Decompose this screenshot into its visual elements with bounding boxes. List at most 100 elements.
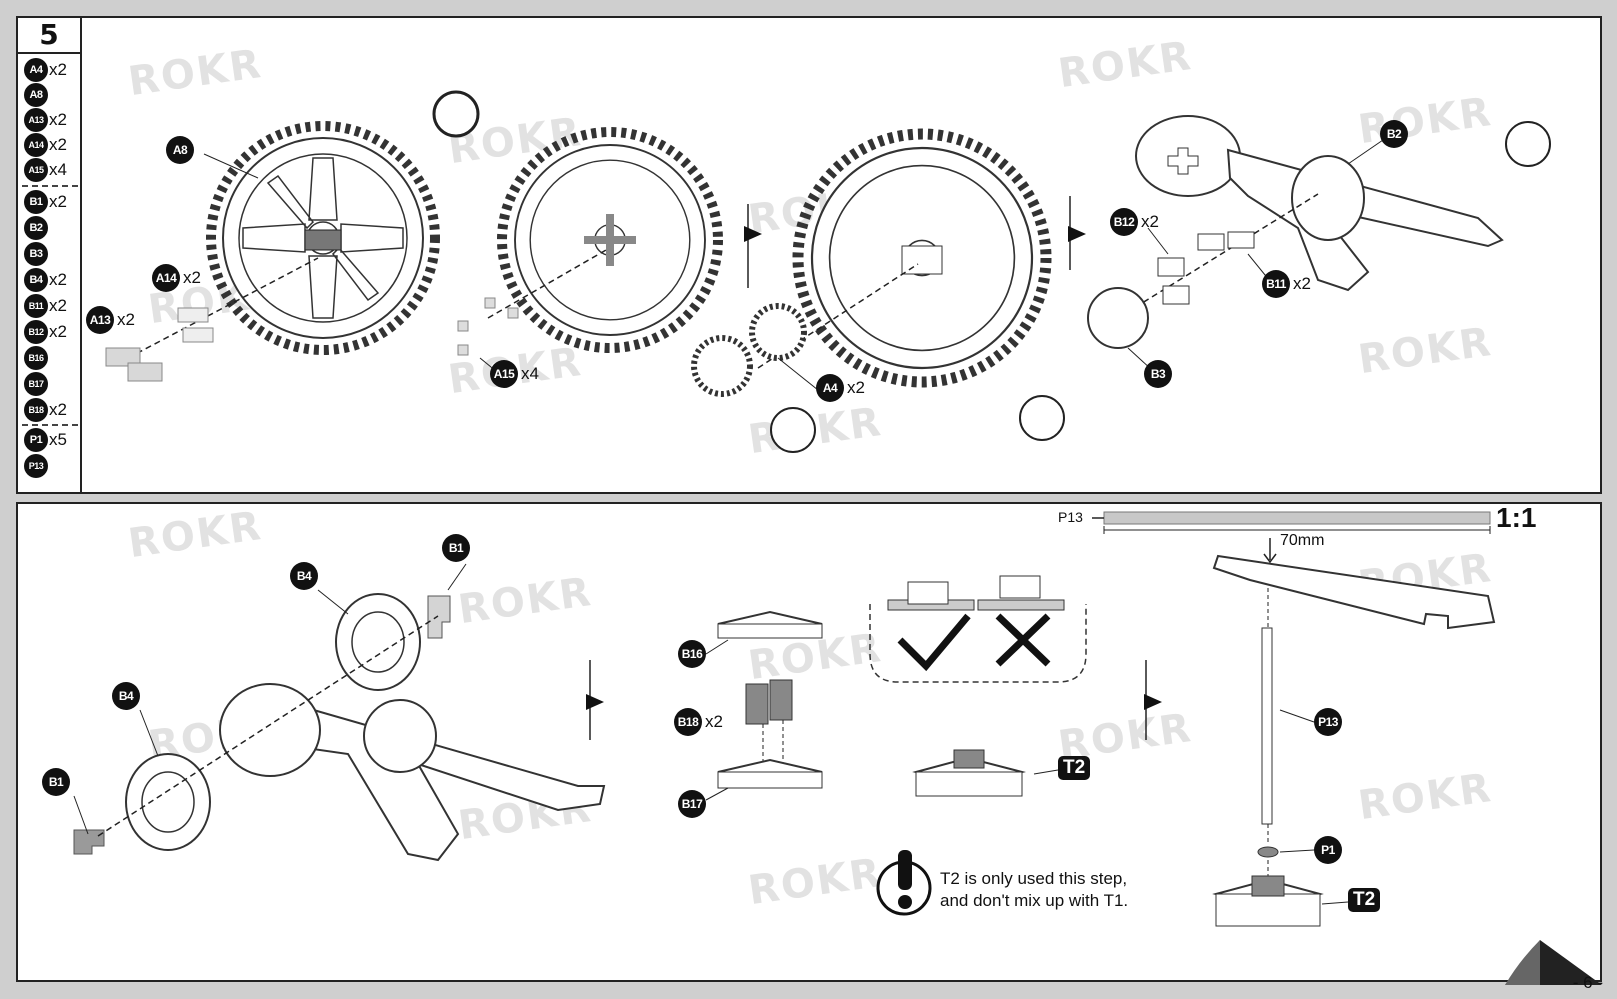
comparison-inset [869,604,1087,683]
scale-part-label: P13 [1058,509,1083,525]
part-badge: P13 [24,454,48,478]
callout-b4: B4 [290,562,321,590]
part-badge: B11 [24,294,48,318]
callout-qty: x2 [705,712,723,731]
step-arrow [744,226,762,242]
hub-b3-shape [1087,287,1149,349]
disc-b4-shape [335,593,421,691]
block-b1-shape [73,829,105,855]
part-badge: P1 [24,428,48,452]
part-badge: B16 [24,346,48,370]
step-panel-bottom: ROKR ROKR ROKR ROKR ROKR ROKR ROKR ROKR … [16,502,1602,982]
parts-list-item: B3 [24,242,49,266]
part-qty: x2 [49,192,67,211]
callout-b1: B1 [442,534,473,562]
callout-badge: A15 [490,360,518,388]
wrench-shape [1212,554,1496,630]
pinion-a4 [691,335,753,397]
part-a13-shape [105,347,141,367]
callout-badge: A14 [152,264,180,292]
step-number: 5 [18,18,82,54]
part-qty: x2 [49,400,67,419]
clip-b18-shape [745,683,769,725]
warning-note-line: and don't mix up with T1. [940,891,1129,910]
callout-p13: P13 [1314,708,1345,736]
top-illustration [105,90,1551,453]
part-qty: x2 [49,110,67,129]
scale-ratio: 1:1 [1496,502,1537,533]
callout-qty: x2 [847,378,865,397]
pinion-a4 [749,303,807,361]
step-arrow [586,694,604,710]
parts-divider [22,185,78,187]
callout-badge: B4 [112,682,140,710]
callout-b1: B1 [42,768,73,796]
callout-badge: B18 [674,708,702,736]
gear-illustration [792,128,1052,388]
part-qty: x4 [49,160,67,179]
callout-badge: B2 [1380,120,1408,148]
callout-badge: B11 [1262,270,1290,298]
callout-qty: x2 [183,268,201,287]
inset-circle [432,90,480,138]
part-qty: x5 [49,430,67,449]
check-icon [897,613,971,672]
callout-badge: B17 [678,790,706,818]
part-badge: B2 [24,216,48,240]
parts-list-item: P13 [24,454,49,478]
callout-badge: P13 [1314,708,1342,736]
step-arrow [1144,694,1162,710]
part-qty: x2 [49,322,67,341]
part-qty: x2 [49,270,67,289]
callout-a8: A8 [166,136,197,164]
part-badge: B4 [24,268,48,292]
part-badge: B1 [24,190,48,214]
part-qty: x2 [49,60,67,79]
callout-p1: P1 [1314,836,1345,864]
part-badge: B3 [24,242,48,266]
bottom-illustration [73,511,1496,927]
part-badge: A14 [24,133,48,157]
callout-b17: B17 [678,790,709,818]
tool-tag-t2: T2 [1058,756,1091,780]
scale-length-label: 70mm [1280,532,1325,549]
gear-illustration [497,127,723,353]
part-badge: A4 [24,58,48,82]
parts-list-item: B2 [24,216,49,240]
disc-b4-shape [125,753,211,851]
warning-note: T2 is only used this step, and don't mix… [940,868,1128,912]
callout-badge: A13 [86,306,114,334]
page-number: - 6 - [1572,973,1603,992]
part-badge: A8 [24,83,48,107]
callout-badge: B4 [290,562,318,590]
callout-qty: x4 [521,364,539,383]
part-qty: x2 [49,135,67,154]
block-b1-shape [427,595,451,639]
part-badge: A15 [24,158,48,182]
part-a13-shape [127,362,163,382]
tool-tag-t2: T2 [1348,888,1381,912]
callout-badge: B3 [1144,360,1172,388]
parts-list-item: A8 [24,83,49,107]
callout-badge: B16 [678,640,706,668]
washer-p1-shape [1257,846,1279,858]
warning-note-line: T2 is only used this step, [940,869,1128,888]
part-badge: B17 [24,372,48,396]
callout-b3: B3 [1144,360,1175,388]
